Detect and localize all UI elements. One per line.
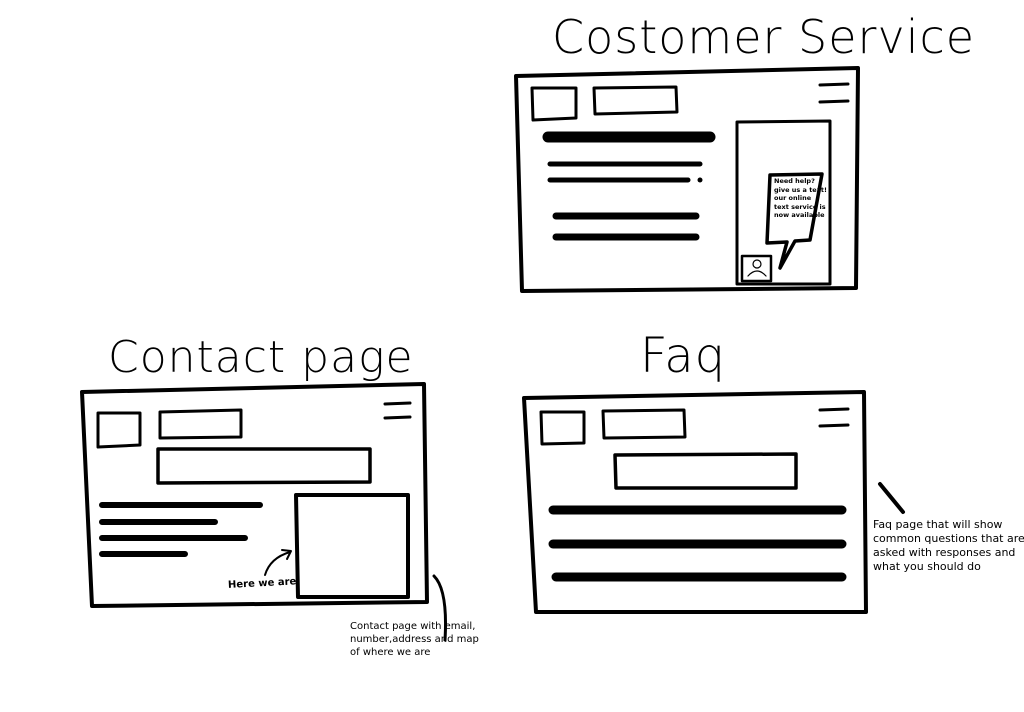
note-line: Contact page with email, <box>350 621 476 632</box>
faq-note: Faq page that will show common questions… <box>873 518 1024 574</box>
contact-page-title: Contact page <box>108 332 414 383</box>
note-line: common questions that are <box>873 532 1024 545</box>
note-line: number,address and map <box>350 634 479 645</box>
chat-bubble-line: our online <box>774 194 812 202</box>
faq-title: Faq <box>640 328 727 384</box>
chat-bubble-line: Need help? <box>774 177 815 185</box>
note-line: asked with responses and <box>873 546 1016 559</box>
note-line: Faq page that will show <box>873 518 1003 531</box>
contact-page-wireframe <box>80 382 447 642</box>
customer-service-title: Costomer Service <box>552 10 976 64</box>
note-line: what you should do <box>873 560 981 573</box>
chat-bubble-text: Need help? give us a text! our online te… <box>774 177 827 220</box>
chat-bubble-line: now available <box>774 211 825 219</box>
chat-bubble-line: give us a text! <box>774 185 827 194</box>
faq-wireframe <box>522 390 905 614</box>
customer-service-wireframe <box>514 66 860 293</box>
note-line: of where we are <box>350 647 431 658</box>
contact-note: Contact page with email, number,address … <box>350 620 479 659</box>
chat-bubble-line: text service is <box>774 202 826 211</box>
